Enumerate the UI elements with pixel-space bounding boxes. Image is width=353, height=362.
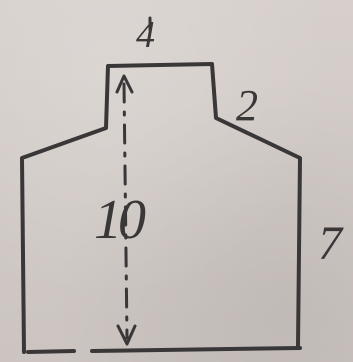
label-top-width: 4 <box>136 14 155 56</box>
label-shoulder: 2 <box>236 81 258 130</box>
label-right-side: 7 <box>318 217 342 270</box>
arrow-down-icon <box>116 324 137 346</box>
shape-outline <box>20 62 302 354</box>
height-dimension-line <box>115 74 137 346</box>
label-height: 10 <box>94 189 146 251</box>
arrow-up-icon <box>115 74 134 94</box>
base-line <box>26 346 302 354</box>
